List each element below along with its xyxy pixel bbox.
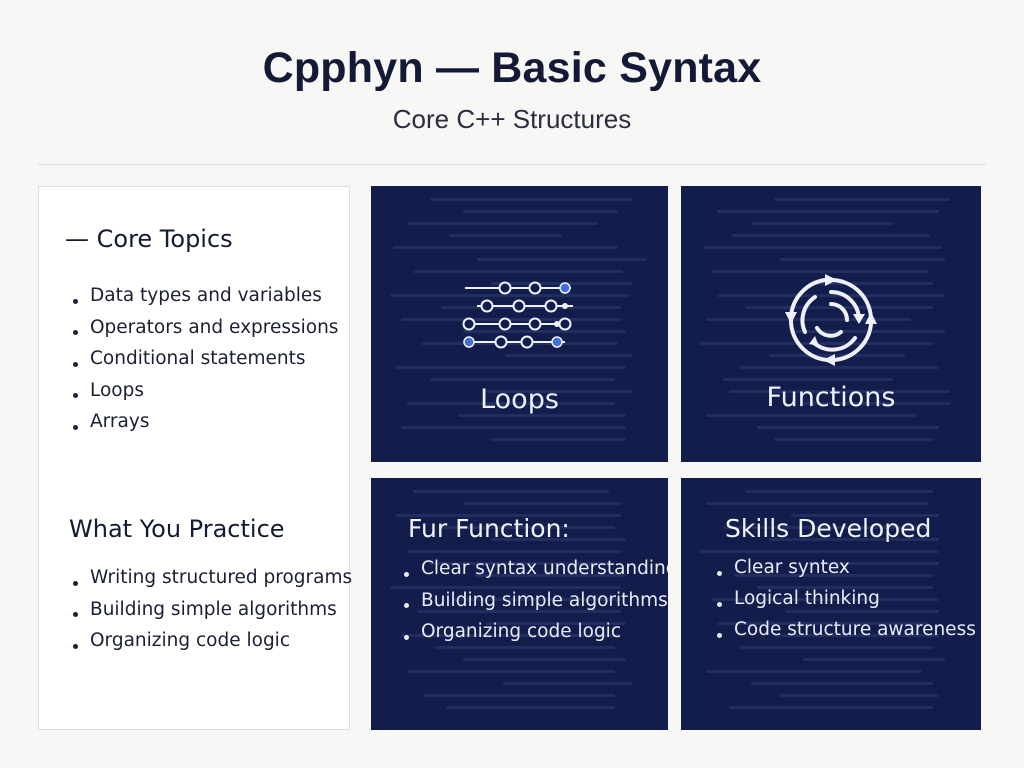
header-divider	[38, 164, 986, 165]
list-item: Data types and variables	[73, 285, 338, 317]
code-background	[379, 490, 660, 722]
circular-arrows-icon	[785, 274, 877, 366]
list-item: Writing structured programs	[73, 567, 352, 599]
fur-function-list: Clear syntax understanding Building simp…	[404, 558, 668, 653]
list-item: Conditional statements	[73, 348, 338, 380]
loops-card: Loops	[371, 186, 668, 462]
functions-card: Functions	[681, 186, 981, 462]
list-item: Building simple algorithms	[404, 590, 668, 622]
core-topics-list: Data types and variables Operators and e…	[73, 285, 338, 443]
fur-function-card: Fur Function: Clear syntax understanding…	[371, 478, 668, 730]
loop-sliders-icon	[462, 281, 573, 349]
code-background	[379, 198, 660, 454]
functions-label: Functions	[766, 382, 896, 413]
practice-list: Writing structured programs Building sim…	[73, 567, 352, 662]
list-item: Loops	[73, 380, 338, 412]
skills-heading: Skills Developed	[725, 514, 932, 543]
list-item: Code structure awareness	[717, 619, 976, 650]
list-item: Logical thinking	[717, 588, 976, 619]
code-background	[689, 490, 973, 722]
topics-card: — Core Topics Data types and variables O…	[38, 186, 352, 730]
list-item: Clear syntex	[717, 557, 976, 588]
list-item: Clear syntax understanding	[404, 558, 668, 590]
practice-heading: What You Practice	[69, 515, 285, 543]
list-item: Arrays	[73, 411, 338, 443]
skills-card: Skills Developed Clear syntex Logical th…	[681, 478, 981, 730]
skills-list: Clear syntex Logical thinking Code struc…	[717, 557, 976, 650]
loops-label: Loops	[480, 384, 559, 415]
fur-function-heading: Fur Function:	[408, 514, 570, 543]
list-item: Building simple algorithms	[73, 599, 352, 631]
page-subtitle: Core C++ Structures	[392, 104, 632, 134]
core-topics-heading: — Core Topics	[65, 225, 233, 253]
list-item: Operators and expressions	[73, 317, 338, 349]
list-item: Organizing code logic	[404, 621, 668, 653]
page-title: Cpphyn — Basic Syntax	[262, 44, 762, 92]
list-item: Organizing code logic	[73, 630, 352, 662]
